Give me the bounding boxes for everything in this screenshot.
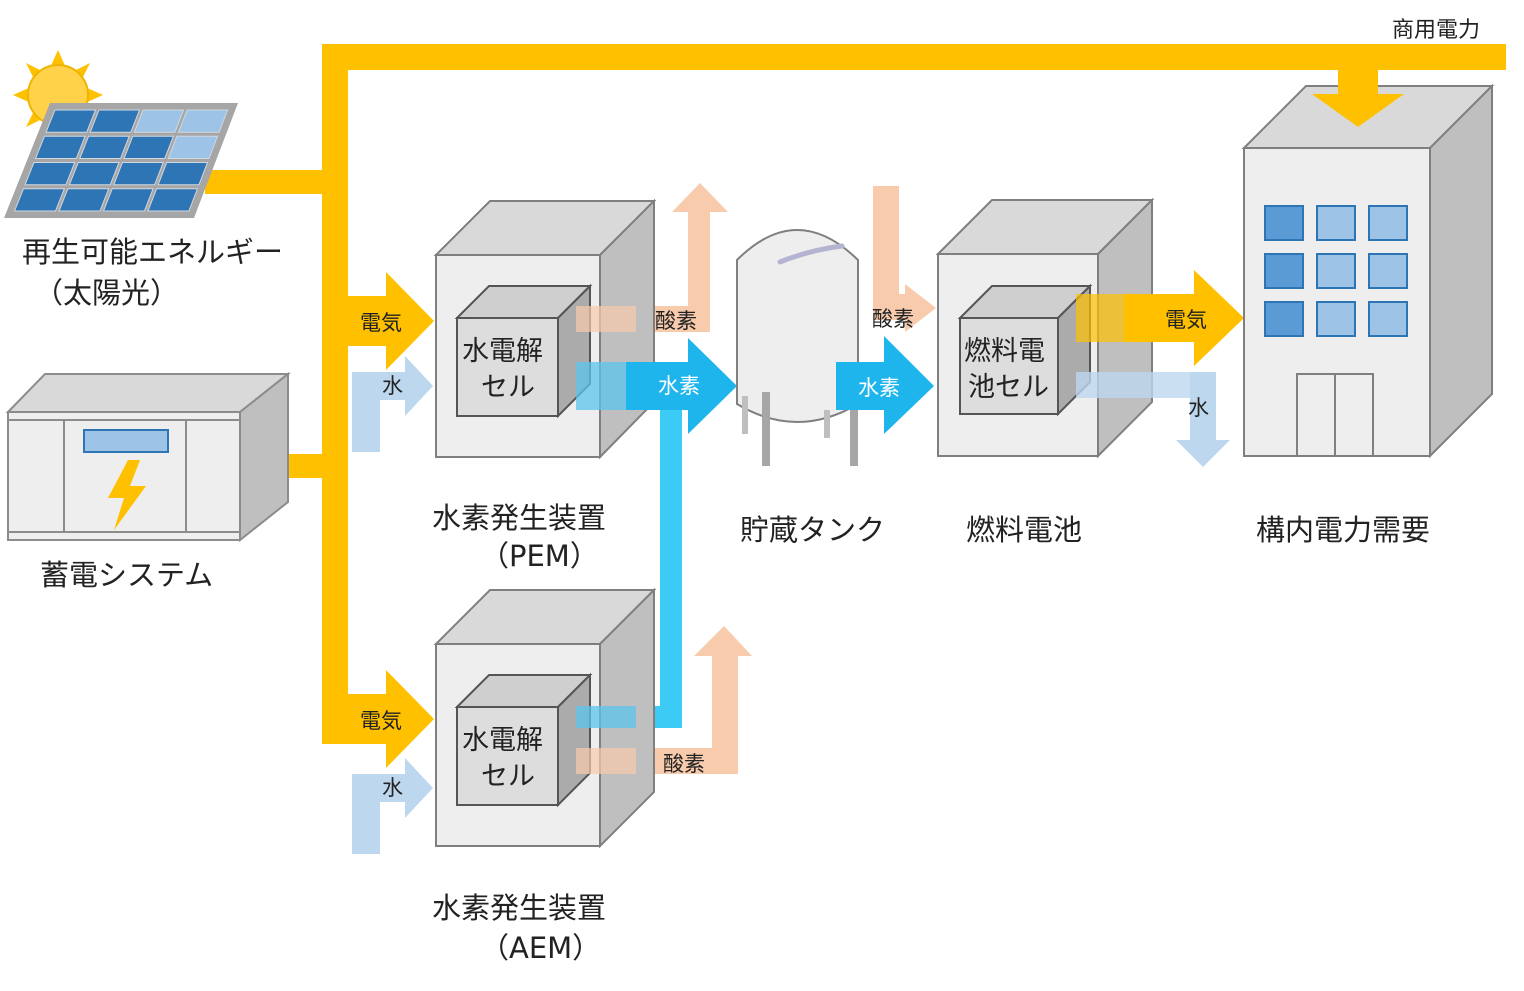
hydrogen-label-fuelcell: 水素 xyxy=(858,376,900,400)
oxygen-label-aem: 酸素 xyxy=(663,752,705,776)
electricity-label-aem: 電気 xyxy=(360,709,402,733)
solar-cell xyxy=(34,135,86,159)
grid-power-arrow xyxy=(1312,60,1404,127)
fuelcell-label: 燃料電池 xyxy=(966,513,1082,547)
grid-power-label: 商用電力 xyxy=(1392,18,1480,43)
aem-label-line2: （AEM） xyxy=(480,931,601,965)
building-window xyxy=(1316,205,1356,241)
aem-label-line1: 水素発生装置 xyxy=(432,891,606,925)
solar-cell xyxy=(102,188,154,212)
solar-cell xyxy=(79,135,130,159)
renewable-label-line2: （太陽光） xyxy=(34,276,179,310)
solar-cell xyxy=(133,109,185,133)
tank-label: 貯蔵タンク xyxy=(740,513,885,547)
water-inputs xyxy=(352,356,433,854)
building-window xyxy=(1264,253,1304,289)
aem-cell-label-line1: 水電解 xyxy=(462,725,543,756)
solar-cell xyxy=(68,162,120,186)
solar-cell xyxy=(157,162,209,186)
water-flow-fuelcell xyxy=(1076,372,1230,467)
oxygen-overlay-pem xyxy=(576,306,636,332)
water-label-fuelcell: 水 xyxy=(1188,396,1209,420)
building xyxy=(1241,83,1495,459)
hydrogen-label-pem: 水素 xyxy=(658,374,700,398)
fuelcell-unit-label-line1: 燃料電 xyxy=(964,336,1045,367)
building-window xyxy=(1316,253,1356,289)
storage-tank xyxy=(736,229,859,466)
hydrogen-flow-fuelcell xyxy=(836,336,934,434)
oxygen-label-fuelcell: 酸素 xyxy=(872,307,914,331)
solar-cell-grid xyxy=(13,109,229,212)
oxygen-label-pem: 酸素 xyxy=(655,309,697,333)
building-window xyxy=(1368,253,1408,289)
storage-label: 蓄電システム xyxy=(40,558,213,592)
building-window xyxy=(1368,301,1408,337)
demand-label: 構内電力需要 xyxy=(1256,513,1430,547)
renewable-label-line1: 再生可能エネルギー xyxy=(22,235,283,269)
building-window xyxy=(1264,205,1304,241)
electricity-flow-fuelcell xyxy=(1076,270,1244,366)
solar-cell xyxy=(177,109,229,133)
solar-cell xyxy=(45,109,97,133)
building-window xyxy=(1264,301,1304,337)
electricity-label-fuelcell: 電気 xyxy=(1165,308,1207,332)
pem-label-line2: （PEM） xyxy=(480,539,599,573)
solar-panel xyxy=(4,50,238,218)
solar-cell xyxy=(123,135,175,159)
lightning-icon xyxy=(108,460,146,530)
storage-system xyxy=(5,371,291,543)
building-window xyxy=(1368,205,1408,241)
electricity-label-pem: 電気 xyxy=(360,311,402,335)
hydrogen-overlay-aem xyxy=(576,706,636,728)
solar-cell xyxy=(24,162,76,186)
oxygen-overlay-aem xyxy=(576,748,636,774)
oxygen-flow-fuelcell xyxy=(873,186,936,332)
solar-cell xyxy=(58,188,110,212)
pem-label-line1: 水素発生装置 xyxy=(432,501,606,535)
solar-cell xyxy=(147,188,199,212)
water-label-pem: 水 xyxy=(382,374,403,398)
solar-cell xyxy=(13,188,66,212)
fuelcell-unit-label-line2: 池セル xyxy=(968,372,1049,403)
pem-cell-label-line1: 水電解 xyxy=(462,336,543,367)
water-label-aem: 水 xyxy=(382,776,403,800)
solar-cell xyxy=(167,135,219,159)
aem-cell-label-line2: セル xyxy=(481,761,535,792)
pem-cell-label-line2: セル xyxy=(481,372,535,403)
building-windows xyxy=(1264,205,1408,337)
building-window xyxy=(1316,301,1356,337)
solar-cell xyxy=(89,109,141,133)
solar-cell xyxy=(113,162,164,186)
hydrogen-flow-pem xyxy=(576,338,737,434)
